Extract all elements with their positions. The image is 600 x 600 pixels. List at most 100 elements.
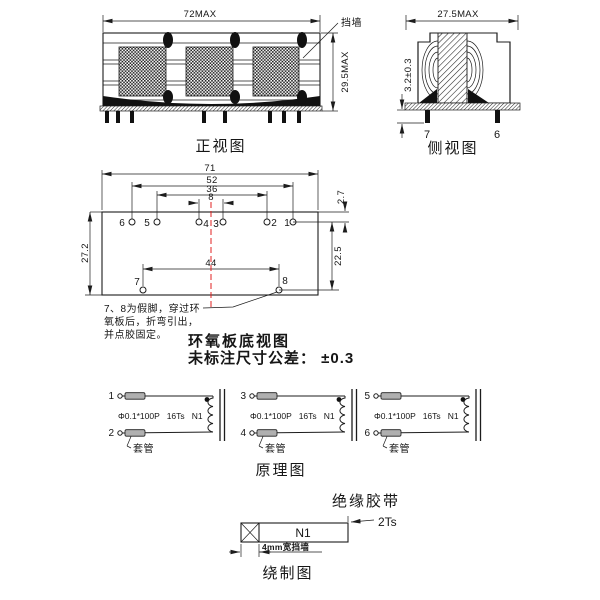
side-pin-dimension: 3.2±0.3: [397, 58, 424, 138]
pin-label-8: 8: [282, 276, 288, 287]
dim-2-7-text: 2.7: [336, 190, 347, 204]
coil: [207, 396, 214, 433]
schematic-title: 原理图: [255, 462, 306, 479]
dim-22-5-text: 22.5: [333, 246, 344, 266]
sleeve-bottom: [380, 429, 402, 437]
bottom-view: 71 52 36 8 2.7: [80, 163, 354, 367]
schematic-pin-bottom: 2: [108, 428, 114, 439]
schematic-pin-bottom: 4: [240, 428, 246, 439]
front-adhesive-wedge: [103, 96, 320, 106]
note-line-1: 7、8为假脚，穿过环: [104, 302, 200, 315]
schematic-pin-bottom: 6: [364, 428, 370, 439]
dim-52-text: 52: [206, 175, 217, 186]
tolerance-note: 未标注尺寸公差： ±0.3: [187, 349, 354, 367]
side-width-dimension: 27.5MAX: [405, 9, 519, 30]
front-view: 72MAX: [99, 9, 362, 155]
tape-turns-label: 2Ts: [378, 515, 397, 529]
side-pin-7: [425, 110, 430, 123]
dim-71-text: 71: [204, 163, 215, 174]
sleeve-bottom: [124, 429, 146, 437]
front-width-dimension: 72MAX: [102, 9, 321, 32]
dim-71: 71: [101, 163, 319, 210]
dummy-pin-note: 7、8为假脚，穿过环 氧板后，折弯引出， 并点胶固定。: [104, 302, 200, 341]
sleeve-top: [380, 392, 402, 400]
winding-spec: Φ0.1*100P 16Ts N1: [250, 411, 335, 421]
barrier-width-dimension: 4mm宽挡墙: [229, 542, 322, 557]
dim-36-text: 36: [206, 184, 217, 195]
barrier-width-label: 4mm宽挡墙: [262, 542, 309, 552]
schematic-pin-top: 5: [364, 391, 370, 402]
front-winding-block: [118, 46, 167, 97]
side-view-title: 侧视图: [427, 140, 478, 157]
front-barrier-post: [163, 32, 173, 48]
pin-label-5: 5: [144, 218, 150, 229]
dim-36: 36: [156, 184, 268, 219]
pin-holes: 6 5 4 3 2 1: [119, 218, 297, 230]
schematic-unit-3: 5 6 Φ0.1*100P 16Ts N1 套管: [364, 389, 482, 455]
schematic-unit-1: 1 2 Φ0.1*100P 16Ts N1 套管: [108, 389, 226, 455]
winding-diagram: 绝缘胶带 N1 2Ts 4mm宽挡墙 绕制图: [229, 493, 398, 582]
front-height-dimension: 29.5MAX: [321, 32, 351, 112]
dim-8: 8: [188, 192, 234, 219]
dim-52: 52: [131, 175, 294, 219]
sleeve-label: 套管: [133, 442, 154, 455]
pin-label-1: 1: [284, 218, 290, 229]
sleeve-top: [124, 392, 146, 400]
winding-n1-label: N1: [295, 526, 311, 540]
front-barrier-post: [230, 90, 240, 104]
front-dim-height: 29.5MAX: [340, 51, 351, 93]
side-dim-width: 27.5MAX: [437, 9, 479, 20]
dim-44: 44: [142, 258, 280, 286]
dim-8-text: 8: [208, 192, 214, 203]
pin-label-4: 4: [203, 219, 209, 230]
sleeve-label: 套管: [389, 442, 410, 455]
dim-27-2: 27.2: [80, 212, 93, 295]
pin-label-2: 2: [271, 218, 277, 229]
dim-22-5: 22.5: [279, 222, 344, 291]
barrier-x: [240, 522, 260, 543]
dim-27-2-text: 27.2: [80, 243, 91, 263]
schematic-pin-top: 1: [108, 391, 114, 402]
winding-spec: Φ0.1*100P 16Ts N1: [374, 411, 459, 421]
front-dim-width: 72MAX: [184, 9, 217, 20]
dummy-pins: 7 8: [134, 276, 288, 294]
dim-2-7: 2.7: [293, 190, 349, 233]
schematic-pin-top: 3: [240, 391, 246, 402]
bottom-view-title: 环氧板底视图: [188, 332, 290, 350]
front-view-title: 正视图: [195, 138, 246, 155]
schematic-unit-2: 3 4 Φ0.1*100P 16Ts N1 套管: [240, 389, 358, 455]
front-epoxy-board: [99, 105, 323, 112]
front-pins: [105, 111, 301, 123]
pin-label-3: 3: [213, 219, 219, 230]
coil: [339, 396, 346, 433]
sleeve-label: 套管: [265, 442, 286, 455]
bobbin-outline: [240, 522, 349, 543]
side-view: 27.5MAX 3.2±0.3 7 6 侧视图: [397, 9, 521, 157]
note-line-2: 氧板后，折弯引出，: [104, 315, 199, 328]
schematic-section: 1 2 Φ0.1*100P 16Ts N1 套管 3: [108, 389, 482, 479]
front-barrier-callout: 挡墙: [302, 16, 362, 59]
side-pin-6: [495, 110, 500, 123]
side-pin6-label: 6: [494, 129, 500, 141]
note-line-3: 并点胶固定。: [104, 328, 167, 341]
front-barrier-post: [297, 90, 307, 104]
pin-label-6: 6: [119, 218, 125, 229]
sleeve-top: [256, 392, 278, 400]
front-winding-block: [185, 46, 234, 97]
front-winding-block: [252, 46, 300, 97]
side-body: [404, 32, 521, 123]
winding-spec: Φ0.1*100P 16Ts N1: [118, 411, 203, 421]
pin-label-7: 7: [134, 277, 140, 288]
side-pin7-label: 7: [424, 129, 430, 141]
sleeve-bottom: [256, 429, 278, 437]
side-epoxy-board: [404, 102, 521, 111]
epoxy-board-outline: [101, 211, 319, 296]
side-adhesive-left: [419, 89, 437, 103]
barrier-wall-label: 挡墙: [341, 16, 362, 29]
front-barrier-post: [297, 32, 307, 48]
side-dim-pin: 3.2±0.3: [403, 58, 414, 92]
note-leader: [202, 291, 278, 309]
front-barrier-post: [230, 32, 240, 48]
